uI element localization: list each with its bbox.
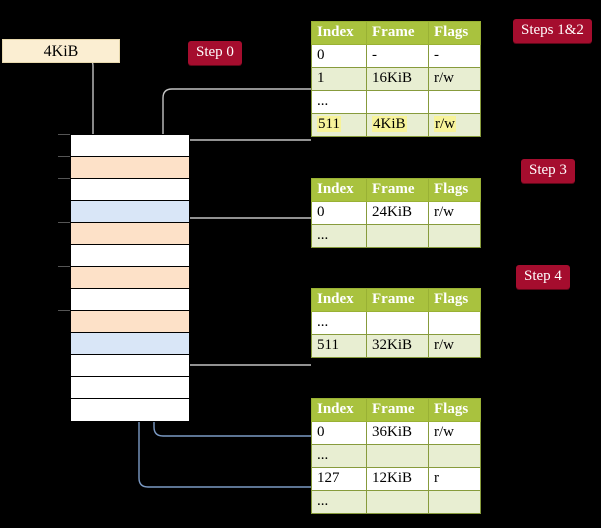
cell-frame: 24KiB: [366, 201, 429, 225]
cell-frame: [366, 490, 429, 514]
memory-frame-row: [71, 267, 189, 289]
cell-index: 127: [311, 467, 367, 491]
highlighted-value: 511: [317, 116, 341, 132]
cell-frame: [366, 311, 429, 335]
cell-index: 511: [311, 334, 367, 358]
cell-flags: [428, 90, 481, 114]
cell-index: ...: [311, 311, 367, 335]
table-row[interactable]: ...: [311, 224, 481, 248]
cell-flags: r/w: [428, 113, 481, 137]
cell-index: ...: [311, 90, 367, 114]
column-header-index: Index: [311, 21, 367, 45]
column-header-index: Index: [311, 398, 367, 422]
cell-flags: r: [428, 467, 481, 491]
cell-frame: 12KiB: [366, 467, 429, 491]
cell-frame: [366, 224, 429, 248]
source-address-label: 4KiB: [43, 43, 79, 60]
memory-frame-row: [71, 223, 189, 245]
memory-tick: [58, 222, 70, 223]
cell-index: ...: [311, 490, 367, 514]
column-header-frame: Frame: [366, 398, 429, 422]
table-row[interactable]: ...: [311, 490, 481, 514]
cell-frame: [366, 444, 429, 468]
cell-index: 1: [311, 67, 367, 91]
memory-tick: [58, 310, 70, 311]
memory-frame-row: [71, 311, 189, 333]
badge-step-4: Step 4: [516, 265, 570, 289]
memory-tick: [58, 134, 70, 135]
cell-frame: -: [366, 44, 429, 68]
memory-frame-row: [71, 377, 189, 399]
highlighted-value: r/w: [434, 116, 456, 132]
cell-frame: [366, 90, 429, 114]
table-row[interactable]: ...: [311, 90, 481, 114]
memory-frame-row: [71, 135, 189, 157]
cell-frame: 36KiB: [366, 421, 429, 445]
memory-frame-row: [71, 157, 189, 179]
cell-index: 511: [311, 113, 367, 137]
column-header-flags: Flags: [428, 288, 481, 312]
memory-frame-row: [71, 289, 189, 311]
badge-steps-1-2: Steps 1&2: [513, 19, 592, 43]
cell-frame: 4KiB: [366, 113, 429, 137]
cell-index: ...: [311, 224, 367, 248]
cell-flags: r/w: [428, 201, 481, 225]
table-row[interactable]: ...: [311, 444, 481, 468]
physical-memory-column: [70, 134, 190, 422]
memory-frame-row: [71, 245, 189, 267]
table-row[interactable]: ...: [311, 311, 481, 335]
memory-frame-row: [71, 399, 189, 421]
column-header-index: Index: [311, 178, 367, 202]
memory-tick: [58, 266, 70, 267]
column-header-frame: Frame: [366, 288, 429, 312]
column-header-frame: Frame: [366, 21, 429, 45]
cell-flags: [428, 224, 481, 248]
column-header-frame: Frame: [366, 178, 429, 202]
column-header-flags: Flags: [428, 178, 481, 202]
memory-tick: [58, 156, 70, 157]
badge-step-0: Step 0: [188, 41, 242, 65]
cell-flags: [428, 490, 481, 514]
cell-flags: r/w: [428, 67, 481, 91]
memory-frame-row: [71, 179, 189, 201]
column-header-flags: Flags: [428, 398, 481, 422]
source-address-box: 4KiB: [2, 39, 120, 63]
column-header-index: Index: [311, 288, 367, 312]
highlighted-value: 4KiB: [372, 116, 407, 132]
cell-flags: [428, 311, 481, 335]
memory-tick: [58, 178, 70, 179]
column-header-flags: Flags: [428, 21, 481, 45]
cell-frame: 16KiB: [366, 67, 429, 91]
table-row[interactable]: 511 4KiB r/w: [311, 113, 481, 137]
cell-index: 0: [311, 44, 367, 68]
table-row[interactable]: 0--: [311, 44, 481, 68]
memory-frame-row: [71, 201, 189, 223]
cell-flags: [428, 444, 481, 468]
cell-flags: -: [428, 44, 481, 68]
memory-frame-row: [71, 355, 189, 377]
cell-index: 0: [311, 201, 367, 225]
memory-frame-row: [71, 333, 189, 355]
cell-flags: r/w: [428, 421, 481, 445]
cell-index: 0: [311, 421, 367, 445]
cell-flags: r/w: [428, 334, 481, 358]
cell-frame: 32KiB: [366, 334, 429, 358]
cell-index: ...: [311, 444, 367, 468]
badge-step-3: Step 3: [521, 159, 575, 183]
